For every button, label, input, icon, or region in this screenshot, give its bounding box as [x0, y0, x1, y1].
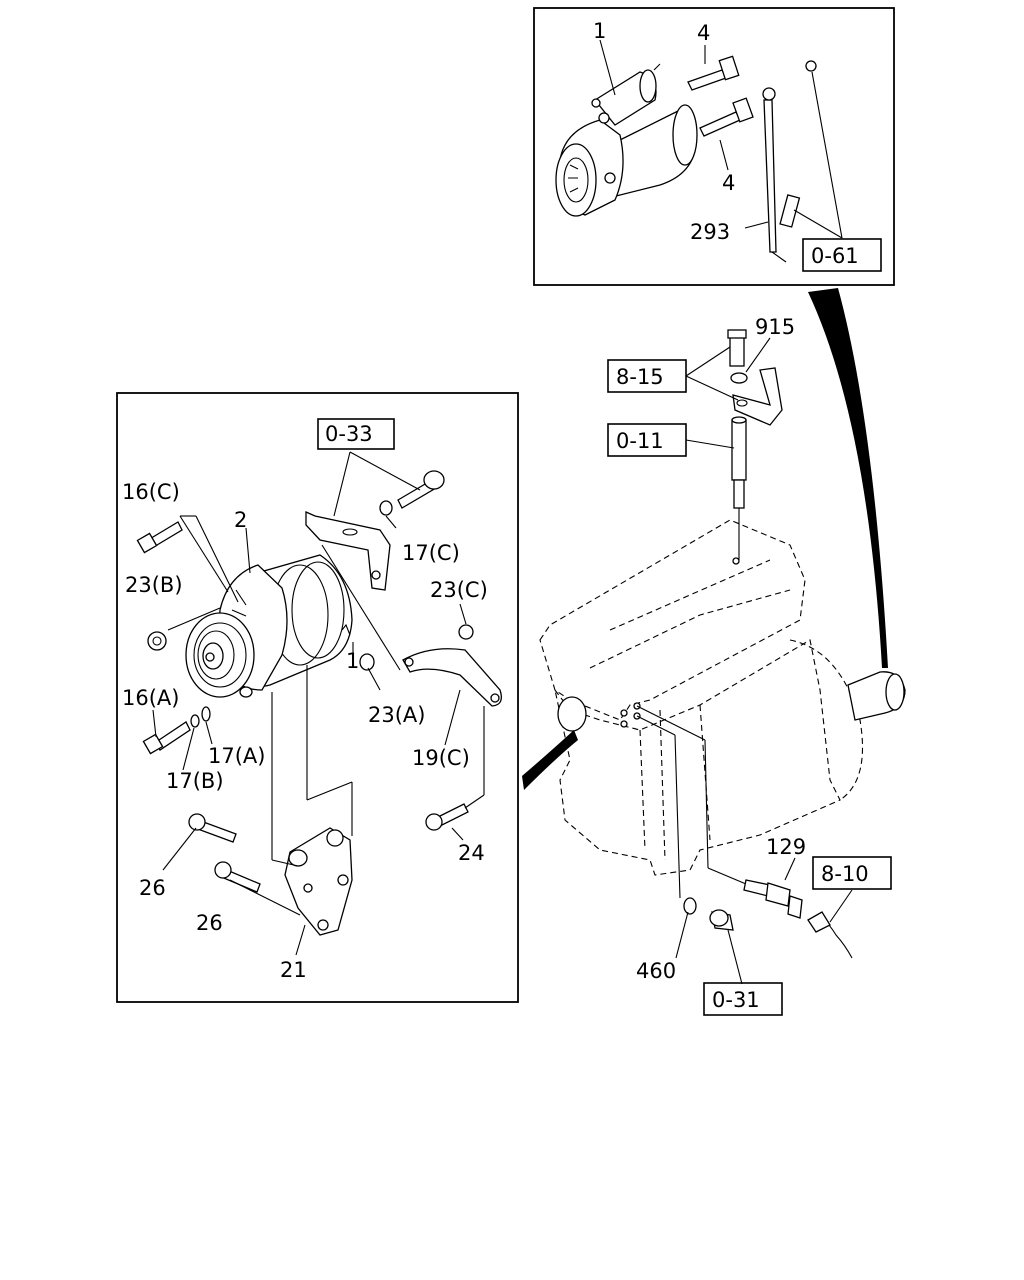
- cable-nut[interactable]: [805, 60, 817, 72]
- starter-bolt-upper[interactable]: [687, 55, 740, 91]
- bolt-16c[interactable]: [136, 521, 183, 554]
- ref-label-0-31: 0-31: [712, 988, 760, 1012]
- adjust-plate-19c[interactable]: [402, 648, 503, 707]
- callout-bolt-26-upper: 26: [139, 876, 166, 900]
- alternator-location-arrow: [522, 730, 578, 790]
- callout-bolt-24: 24: [458, 841, 485, 865]
- alternator-inset: 16(C) 2 23(B) 17(C) 23(C) 1 23(A) 16(A) …: [116, 392, 519, 1003]
- ref-box-0-61[interactable]: 0-61: [802, 238, 882, 272]
- starter-cable[interactable]: [762, 87, 787, 263]
- ref-box-8-10[interactable]: 8-10: [812, 856, 892, 890]
- ref-label-0-33: 0-33: [325, 422, 373, 446]
- engine-hanger-group: 915 8-15 0-11: [607, 315, 795, 560]
- callout-bolt-16c: 16(C): [122, 480, 180, 504]
- callout-starter: 1: [593, 19, 606, 43]
- callout-starter-bolt-upper: 4: [697, 21, 710, 45]
- callout-bolt-915: 915: [755, 315, 795, 339]
- callout-nut-23c: 23(C): [430, 578, 488, 602]
- callout-bolt-16a: 16(A): [122, 686, 179, 710]
- starter-motor[interactable]: [555, 63, 698, 217]
- o-ring-460[interactable]: [683, 897, 697, 915]
- ref-box-0-11[interactable]: 0-11: [607, 423, 687, 457]
- nut-23a[interactable]: [359, 653, 375, 671]
- alternator[interactable]: [185, 554, 353, 698]
- callout-adjust-plate: 19(C): [412, 746, 470, 770]
- engine-block: [539, 519, 906, 876]
- sensor-group: 129 460 8-10 0-31: [636, 705, 892, 1016]
- bolt-26-upper[interactable]: [188, 813, 237, 843]
- ref-label-0-61: 0-61: [811, 244, 859, 268]
- ref-label-0-11: 0-11: [616, 429, 664, 453]
- callout-alternator: 2: [234, 508, 247, 532]
- cable-bolt[interactable]: [779, 194, 801, 228]
- alternator-upper-bracket[interactable]: [305, 510, 391, 591]
- callout-alt-ref-1: 1: [346, 649, 359, 673]
- ref-box-0-33[interactable]: 0-33: [317, 418, 395, 450]
- washer-17b[interactable]: [190, 714, 200, 728]
- bolt-16a[interactable]: [142, 721, 191, 755]
- starter-location-arrow: [808, 288, 888, 668]
- starter-inset: 1 4 4 293 0-61: [533, 7, 895, 286]
- hanger-bolt-915[interactable]: [727, 329, 747, 367]
- callout-bolt-26-lower: 26: [196, 911, 223, 935]
- bolt-spacer-upper[interactable]: [397, 470, 445, 509]
- ref-box-0-31[interactable]: 0-31: [703, 982, 783, 1016]
- callout-oring-460: 460: [636, 959, 676, 983]
- sensor-connector[interactable]: [807, 911, 831, 933]
- bolt-26-lower[interactable]: [214, 861, 261, 893]
- washer-17a[interactable]: [201, 706, 211, 722]
- starter-bolt-lower[interactable]: [699, 97, 754, 137]
- nut-23c[interactable]: [458, 624, 474, 640]
- ref-box-8-15[interactable]: 8-15: [607, 359, 687, 393]
- engine-hanger-bracket[interactable]: [732, 367, 783, 426]
- callout-washer-17b: 17(B): [166, 769, 224, 793]
- drain-plug[interactable]: [709, 909, 734, 931]
- callout-starter-bolt-lower: 4: [722, 171, 735, 195]
- callout-washer-17a: 17(A): [208, 744, 265, 768]
- alternator-inset-frame: [116, 392, 519, 1003]
- ref-label-8-10: 8-10: [821, 862, 869, 886]
- callout-washer-17c: 17(C): [402, 541, 460, 565]
- callout-nut-23b: 23(B): [125, 573, 183, 597]
- callout-bracket-21: 21: [280, 958, 307, 982]
- temperature-sensor[interactable]: [743, 879, 803, 919]
- hanger-washer[interactable]: [730, 372, 748, 384]
- bolt-24[interactable]: [425, 803, 469, 831]
- callout-nut-23a: 23(A): [368, 703, 425, 727]
- washer-17c[interactable]: [379, 500, 393, 516]
- bracket-21[interactable]: [284, 827, 353, 936]
- ref-label-8-15: 8-15: [616, 365, 664, 389]
- callout-cable: 293: [690, 220, 730, 244]
- nut-23b[interactable]: [147, 631, 167, 651]
- hanger-stud[interactable]: [731, 416, 747, 509]
- callout-sensor-129: 129: [766, 835, 806, 859]
- starter-inset-frame: [533, 7, 895, 286]
